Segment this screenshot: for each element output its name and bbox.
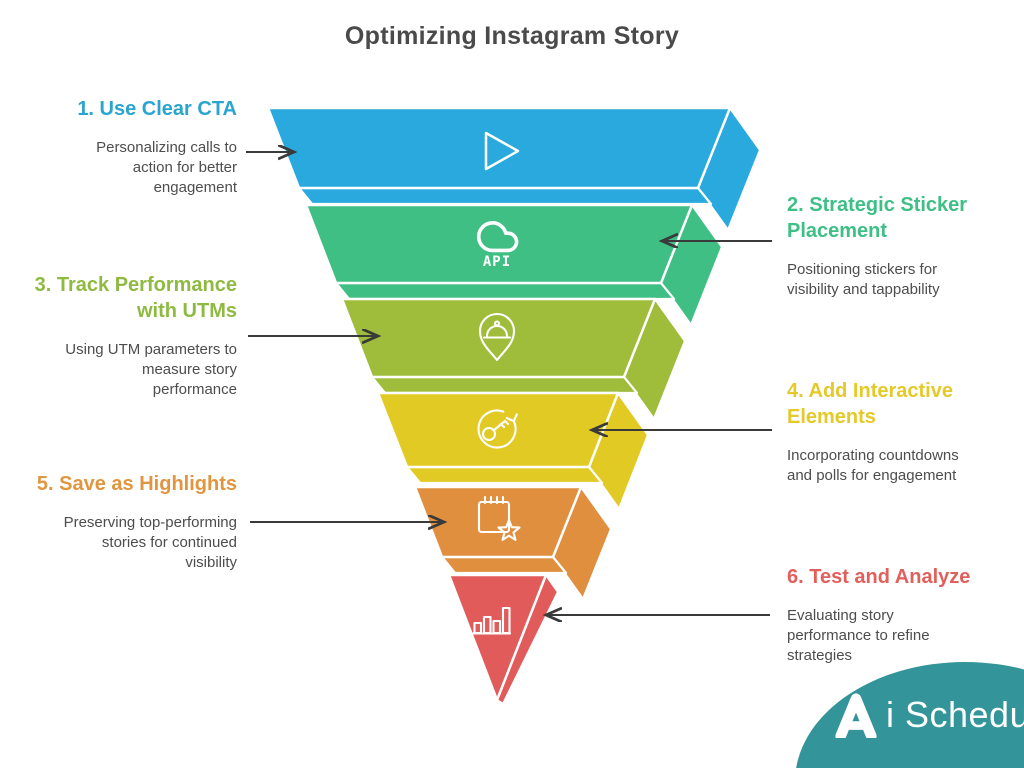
step-3-title: 3. Track Performance with UTMs: [34, 274, 237, 322]
funnel-segment-6: [447, 573, 560, 706]
location-pin-icon: [478, 312, 516, 362]
step-6-description: Evaluating story performance to refine s…: [787, 607, 930, 664]
funnel-segment-1: [266, 106, 762, 232]
step-5-title: 5. Save as Highlights: [36, 473, 237, 495]
step-5-block: 5. Save as Highlights Preserving top-per…: [2, 471, 237, 573]
play-icon: [484, 131, 520, 171]
step-6-title: 6. Test and Analyze: [787, 566, 971, 588]
step-1-title: 1. Use Clear CTA: [77, 98, 237, 120]
cloud-api-icon: API: [476, 221, 519, 270]
brand-a-mark-icon: [835, 693, 877, 738]
notepad-star-icon: [477, 495, 521, 541]
brand-logo-text: i Schedul: [886, 694, 1024, 735]
page-title: Optimizing Instagram Story: [344, 22, 680, 50]
bar-chart-icon: [469, 606, 512, 635]
step-2-title: 2. Strategic Sticker Placement: [787, 194, 968, 242]
step-4-description: Incorporating countdowns and polls for e…: [787, 447, 959, 484]
funnel-segment-3: [340, 297, 687, 421]
step-2-block: 2. Strategic Sticker Placement Positioni…: [787, 192, 1002, 300]
step-1-block: 1. Use Clear CTA Personalizing calls to …: [12, 96, 237, 198]
step-1-description: Personalizing calls to action for better…: [96, 139, 237, 196]
step-3-description: Using UTM parameters to measure story pe…: [65, 341, 237, 398]
step-5-description: Preserving top-performing stories for co…: [63, 514, 237, 571]
step-3-block: 3. Track Performance with UTMs Using UTM…: [2, 272, 237, 400]
step-2-description: Positioning stickers for visibility and …: [787, 261, 940, 298]
svg-text:API: API: [483, 254, 511, 270]
funnel-segment-5: [413, 485, 613, 601]
step-4-block: 4. Add Interactive Elements Incorporatin…: [787, 378, 1007, 486]
funnel-segment-2: API: [304, 203, 724, 327]
step-6-block: 6. Test and Analyze Evaluating story per…: [787, 564, 1017, 666]
funnel-segment-4: [376, 391, 650, 511]
step-4-title: 4. Add Interactive Elements: [787, 380, 953, 428]
key-refresh-icon: [477, 409, 518, 449]
